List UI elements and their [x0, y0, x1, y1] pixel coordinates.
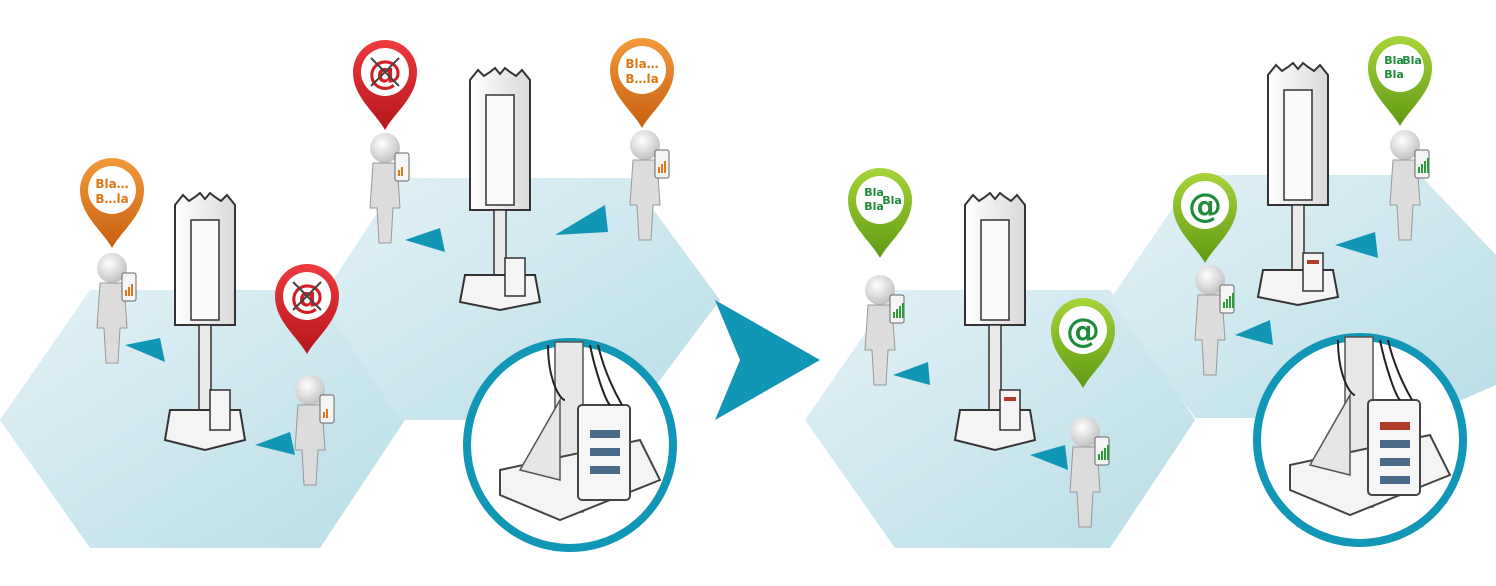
play-arrow-icon — [715, 300, 820, 420]
pin-talk-good: Bla Bla Bla — [1368, 36, 1432, 126]
svg-text:Bla: Bla — [1402, 54, 1422, 67]
svg-text:Bla: Bla — [864, 200, 884, 213]
antenna-tower-icon — [953, 191, 1037, 452]
svg-text:Bla: Bla — [864, 186, 884, 199]
antenna-tower-icon — [1256, 61, 1340, 307]
svg-text:Bla: Bla — [1384, 68, 1404, 81]
pin-talk-poor: Bla… B…la — [610, 38, 674, 128]
pin-talk-good: Bla Bla Bla — [848, 168, 912, 258]
pin-data-blocked: @ — [275, 264, 339, 354]
person-on-phone-icon — [294, 375, 335, 486]
pin-data-ok: @ — [1173, 173, 1237, 263]
person-on-phone-icon — [369, 133, 410, 244]
pin-label-line1: Bla… — [625, 57, 658, 71]
pin-data-ok: @ — [1051, 298, 1115, 388]
person-on-phone-icon — [864, 275, 905, 386]
antenna-tower-icon — [458, 66, 542, 312]
person-on-phone-icon — [1194, 265, 1235, 376]
pin-data-blocked: @ — [353, 40, 417, 130]
zoom-circle-after — [1253, 333, 1467, 547]
pin-label-line2: B…la — [95, 192, 128, 206]
zoom-circle-before — [463, 338, 677, 552]
person-on-phone-icon — [96, 253, 137, 364]
pin-at-label: @ — [1188, 186, 1222, 226]
person-on-phone-icon — [1389, 130, 1430, 241]
pin-talk-poor: Bla… B…la — [80, 158, 144, 248]
signal-beams — [125, 205, 1378, 470]
svg-text:Bla: Bla — [882, 194, 902, 207]
pin-label-line1: Bla… — [95, 177, 128, 191]
pin-at-label: @ — [1066, 311, 1100, 351]
antenna-tower-icon — [163, 191, 247, 452]
pin-label-line2: B…la — [625, 72, 658, 86]
svg-text:Bla: Bla — [1384, 54, 1404, 67]
person-on-phone-icon — [1069, 417, 1110, 528]
person-on-phone-icon — [629, 130, 670, 241]
